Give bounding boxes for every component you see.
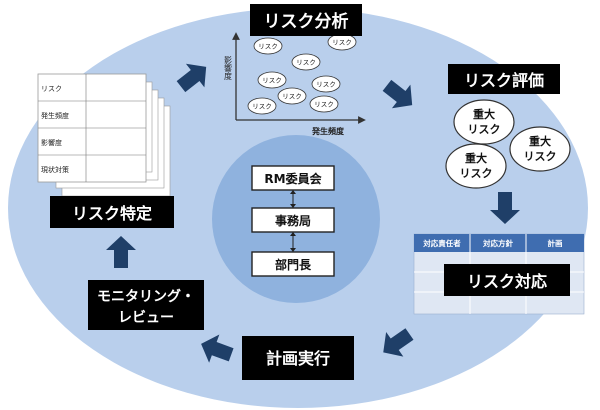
analysis-bubble-label-7: リスク bbox=[252, 103, 272, 111]
analysis-bubble-6 bbox=[277, 87, 307, 105]
evaluation-bubble-2-line2: リスク bbox=[524, 150, 557, 163]
analysis-x-axis-label: 発生頻度 bbox=[311, 126, 345, 136]
step-respond: リスク対応 bbox=[444, 264, 570, 296]
analysis-plot: 影響度 発生頻度 bbox=[224, 32, 366, 136]
evaluation-bubble-2: 重大 リスク bbox=[509, 126, 571, 172]
arrow-respond-to-execute bbox=[383, 328, 414, 357]
step-identify: リスク特定 bbox=[50, 196, 174, 228]
committee-box bbox=[251, 165, 335, 191]
analysis-bubble-label-1: リスク bbox=[258, 43, 278, 51]
evaluation-bubble-3: 重大 リスク bbox=[445, 143, 507, 189]
analysis-bubble-label-5: リスク bbox=[316, 81, 336, 89]
identify-sheet-row-4: 現状対策 bbox=[41, 165, 69, 174]
analysis-y-axis-label: 影響度 bbox=[224, 55, 233, 81]
evaluation-bubble-1-line2: リスク bbox=[468, 123, 501, 136]
arrow-identify-to-analyze bbox=[176, 63, 207, 93]
arrow-evaluate-to-respond bbox=[490, 192, 520, 224]
step-analyze: リスク分析 bbox=[250, 4, 362, 36]
step-monitor-label-line2: レビュー bbox=[118, 310, 174, 326]
analysis-bubble-5 bbox=[311, 75, 341, 93]
step-identify-label: リスク特定 bbox=[72, 204, 152, 223]
step-execute-label: 計画実行 bbox=[266, 349, 330, 368]
organization-chart: RM委員会 事務局 部門長 bbox=[251, 165, 335, 277]
department-label: 部門長 bbox=[275, 257, 312, 272]
office-box bbox=[251, 207, 335, 233]
step-analyze-label: リスク分析 bbox=[264, 11, 349, 32]
step-monitor: モニタリング・ レビュー bbox=[88, 280, 204, 330]
identify-sheet: リスク 発生頻度 影響度 現状対策 bbox=[37, 73, 171, 197]
evaluation-bubble-1: 重大 リスク bbox=[453, 99, 515, 145]
response-table-header-1: 対応責任者 bbox=[422, 238, 461, 248]
analysis-bubble-1 bbox=[253, 37, 283, 55]
office-label: 事務局 bbox=[275, 213, 311, 228]
analysis-bubble-label-3: リスク bbox=[296, 59, 316, 67]
evaluation-bubble-3-line2: リスク bbox=[460, 167, 493, 180]
identify-sheet-row-2: 発生頻度 bbox=[41, 111, 69, 120]
step-evaluate: リスク評価 bbox=[448, 64, 560, 94]
identify-sheet-row-3: 影響度 bbox=[41, 138, 62, 147]
identify-sheet-row-1: リスク bbox=[41, 85, 62, 93]
step-respond-label: リスク対応 bbox=[467, 272, 547, 291]
evaluation-bubble-1-line1: 重大 bbox=[473, 107, 495, 121]
analysis-bubble-4 bbox=[257, 71, 287, 89]
analysis-bubble-3 bbox=[291, 53, 321, 71]
response-table-header-2: 対応方針 bbox=[482, 238, 513, 248]
analysis-bubble-label-2: リスク bbox=[332, 39, 352, 47]
evaluation-bubble-3-line1: 重大 bbox=[465, 151, 487, 165]
arrow-monitor-to-identify bbox=[106, 236, 136, 268]
analysis-bubbles: リスクリスクリスクリスクリスクリスクリスクリスク bbox=[247, 33, 357, 115]
analysis-bubble-8 bbox=[309, 95, 339, 113]
department-box bbox=[251, 251, 335, 277]
analysis-bubble-label-8: リスク bbox=[314, 101, 334, 109]
analysis-bubble-7 bbox=[247, 97, 277, 115]
arrow-execute-to-monitor bbox=[201, 334, 234, 363]
analysis-bubble-label-6: リスク bbox=[282, 93, 302, 101]
evaluation-bubble-2-line1: 重大 bbox=[529, 134, 551, 148]
step-execute: 計画実行 bbox=[242, 336, 354, 380]
committee-label: RM委員会 bbox=[264, 171, 322, 186]
step-monitor-label-line1: モニタリング・ bbox=[97, 288, 195, 305]
response-table-header-3: 計画 bbox=[548, 238, 563, 248]
analysis-bubble-label-4: リスク bbox=[262, 77, 282, 85]
arrow-analyze-to-evaluate bbox=[382, 79, 413, 109]
step-evaluate-label: リスク評価 bbox=[464, 71, 544, 90]
